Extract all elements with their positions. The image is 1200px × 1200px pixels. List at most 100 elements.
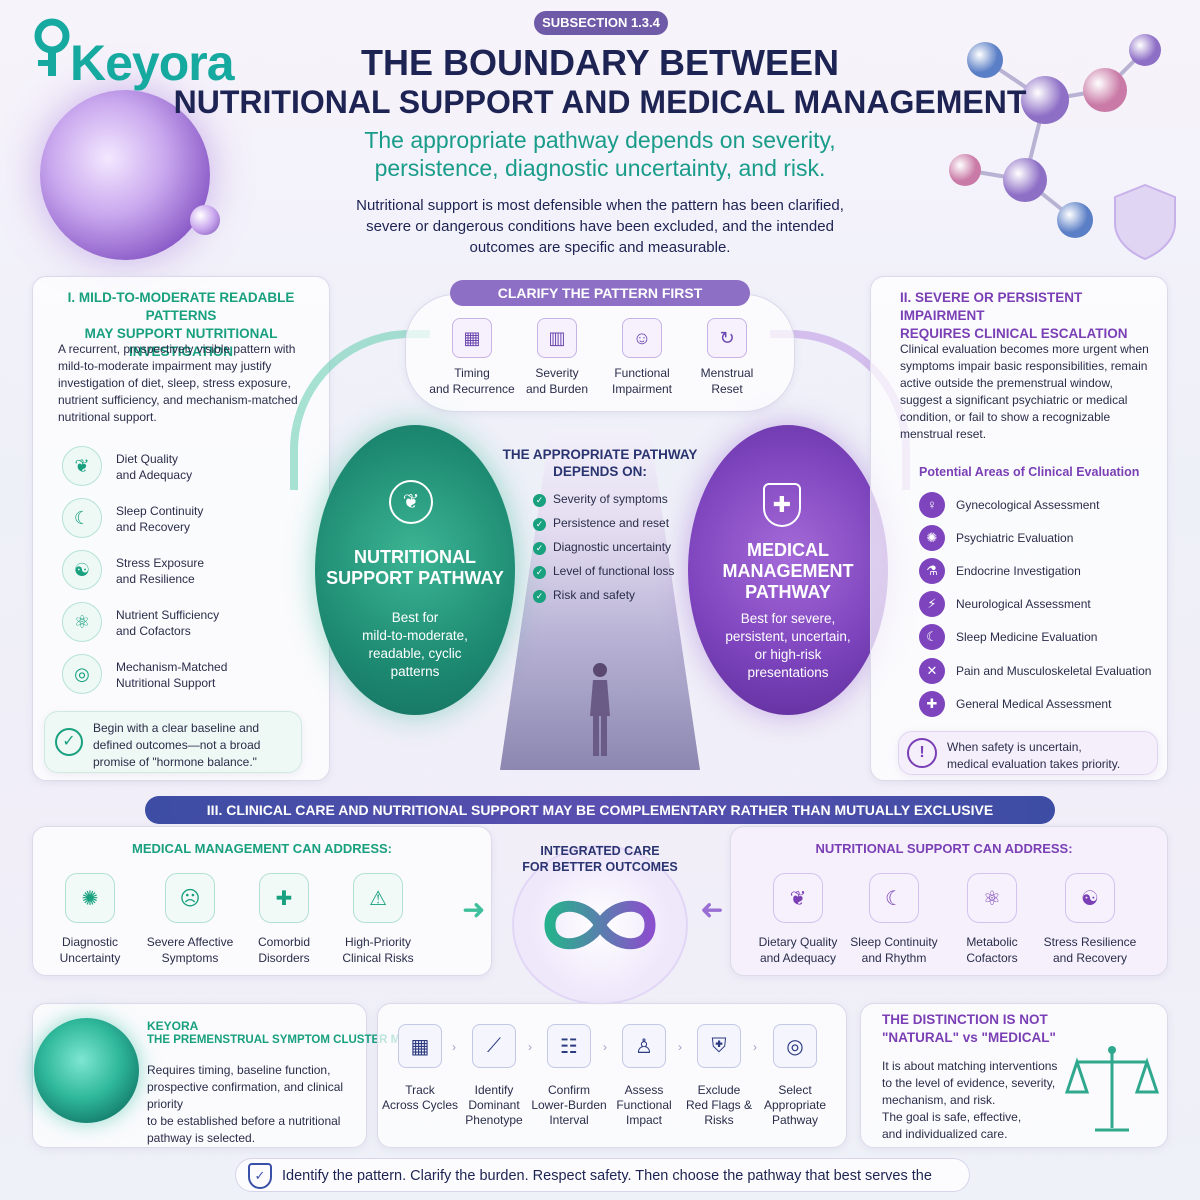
moon-icon: ☾: [62, 498, 102, 538]
step-line: Functional: [616, 1098, 672, 1112]
nutrition-address-heading: NUTRITIONAL SUPPORT CAN ADDRESS:: [815, 841, 1073, 856]
check-item: ✓Severity of symptoms: [533, 492, 668, 507]
step-line: Impact: [625, 1113, 662, 1127]
meditation-icon: ☯: [1065, 873, 1115, 923]
clinical-area-item: Psychiatric Evaluation: [956, 531, 1074, 545]
uterus-icon: ♀: [919, 492, 945, 518]
item-line: Metabolic: [966, 935, 1018, 949]
logo-text: Keyora: [70, 35, 235, 91]
calendar-icon: ▦: [398, 1024, 442, 1068]
walking-person-illustration: [590, 663, 610, 756]
item-line: and Cofactors: [116, 624, 191, 638]
medical-pathway-orb: [688, 425, 888, 715]
nutritional-pathway-title: NUTRITIONAL SUPPORT PATHWAY: [325, 547, 505, 589]
moon-icon: ☾: [869, 873, 919, 923]
step-line: Appropriate: [763, 1098, 827, 1112]
item-line: Stress Exposure: [116, 556, 205, 570]
cluster-map-brand: KEYORA: [147, 1019, 199, 1033]
item-line: Sleep Continuity: [116, 504, 204, 518]
step-line: Track: [405, 1083, 435, 1097]
clinical-area-item: Neurological Assessment: [956, 597, 1091, 611]
body-line: symptoms impair basic responsibilities, …: [900, 359, 1148, 373]
item-line: Reset: [711, 382, 743, 396]
body-line: and individualized care.: [882, 1127, 1008, 1141]
step-line: Exclude: [697, 1083, 741, 1097]
heading-line: THE DISTINCTION IS NOT: [882, 1012, 1048, 1027]
item-line: and Burden: [525, 382, 589, 396]
right-panel-heading: II. SEVERE OR PERSISTENT IMPAIRMENT REQU…: [900, 289, 1160, 343]
warning-shield-icon: ⚠: [353, 873, 403, 923]
check-circle-icon: ✓: [55, 728, 83, 756]
target-icon: ◎: [62, 654, 102, 694]
molecule-illustration: [949, 34, 1176, 261]
keyora-logo: Keyora: [30, 12, 235, 91]
clinical-areas-subheading: Potential Areas of Clinical Evaluation: [919, 465, 1140, 479]
calendar-icon: ▦: [452, 318, 492, 358]
step-line: Assess: [624, 1083, 664, 1097]
sad-face-icon: ☹: [165, 873, 215, 923]
step-line: Dominant: [468, 1098, 520, 1112]
medical-pathway-title: MEDICAL MANAGEMENT PATHWAY: [698, 540, 878, 603]
meditation-icon: ☯: [62, 550, 102, 590]
clinical-area-item: Sleep Medicine Evaluation: [956, 630, 1098, 644]
item-line: Symptoms: [161, 951, 219, 965]
integrated-care-label: INTEGRATED CARE FOR BETTER OUTCOMES: [512, 843, 688, 875]
body-line: menstrual reset.: [900, 427, 987, 441]
check-item: ✓Risk and safety: [533, 588, 635, 603]
item-line: and Resilience: [116, 572, 195, 586]
chevron-right-icon: ›: [452, 1040, 456, 1054]
clipboard-icon: ☷: [547, 1024, 591, 1068]
chevron-right-icon: ›: [678, 1040, 682, 1054]
body-line: A recurrent, prospectively visible patte…: [58, 342, 296, 356]
text-line: presentations: [747, 665, 829, 680]
body-line: investigation of diet, sleep, stress exp…: [58, 376, 291, 390]
body-line: The goal is safe, effective,: [882, 1110, 1022, 1124]
text-line: mild-to-moderate,: [362, 628, 468, 643]
note-line: When safety is uncertain,: [947, 740, 1082, 754]
intro-line: Nutritional support is most defensible w…: [356, 197, 844, 214]
arrow-right-icon: ➜: [462, 894, 486, 925]
item-line: Menstrual: [700, 366, 754, 380]
shield-check-icon: ✓: [248, 1163, 272, 1189]
item-line: Functional: [614, 366, 670, 380]
clarify-item-severity: Severity and Burden: [507, 365, 607, 397]
clinical-area-item: Endocrine Investigation: [956, 564, 1081, 578]
check-label: Risk and safety: [553, 588, 636, 602]
item-line: Clinical Risks: [342, 951, 414, 965]
check-item: ✓Level of functional loss: [533, 564, 674, 579]
heading-line: THE APPROPRIATE PATHWAY: [502, 447, 698, 462]
item-line: and Adequacy: [116, 468, 193, 482]
decorative-sphere: [190, 205, 220, 235]
infinity-icon: [544, 900, 656, 950]
molecule-icon: ⚛: [967, 873, 1017, 923]
title-line: NUTRITIONAL: [354, 547, 476, 567]
item-line: Sleep Continuity: [850, 935, 938, 949]
neuro-icon: ⚡: [919, 591, 945, 617]
step-line: Across Cycles: [381, 1098, 458, 1112]
logo-key-icon: [34, 18, 70, 76]
bar-chart-icon: ▥: [537, 318, 577, 358]
text-line: Best for severe,: [740, 611, 836, 626]
body-line: suggest a significant psychiatric or med…: [900, 393, 1128, 407]
section3-banner: III. CLINICAL CARE AND NUTRITIONAL SUPPO…: [145, 796, 1055, 824]
title-line: MEDICAL: [747, 540, 829, 560]
item-line: Stress Resilience: [1043, 935, 1137, 949]
item-line: and Recovery: [1052, 951, 1128, 965]
left-note-text: Begin with a clear baseline and defined …: [93, 720, 298, 771]
body-line: mechanism, and risk.: [882, 1093, 996, 1107]
page-title-line2: NUTRITIONAL SUPPORT AND MEDICAL MANAGEME…: [173, 84, 1027, 120]
item-line: Diet Quality: [116, 452, 179, 466]
body-line: pathway is selected.: [147, 1131, 256, 1145]
item-line: Severity: [535, 366, 579, 380]
check-label: Level of functional loss: [553, 564, 675, 578]
check-label: Persistence and reset: [553, 516, 670, 530]
chevron-right-icon: ›: [753, 1040, 757, 1054]
step-line: Phenotype: [465, 1113, 523, 1127]
